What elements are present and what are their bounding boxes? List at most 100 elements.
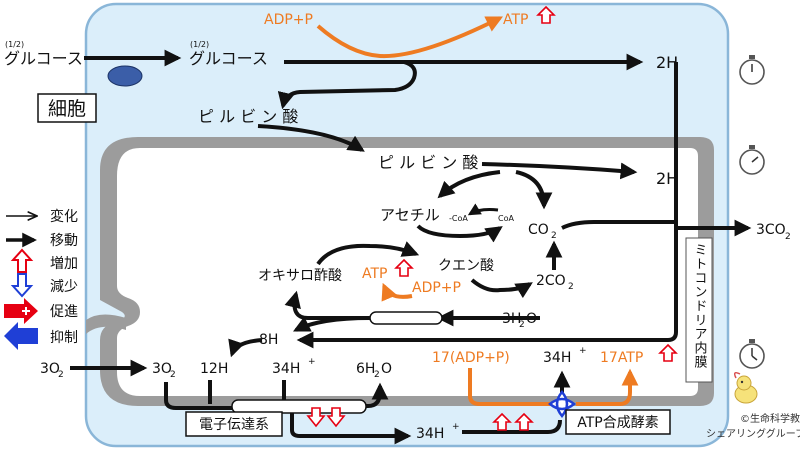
arrow-to-water [284,382,389,408]
coa-label: CoA [498,214,514,223]
o2-inside: 3O [152,361,172,377]
stopwatch-icon-1 [739,55,765,85]
o2-outside-sub: 2 [58,370,64,380]
hplus34-right-sup: + [579,346,587,356]
o2-outside: 3O [40,361,60,377]
atp-synthase [548,390,576,418]
co2-matrix-sub: 2 [551,231,557,241]
hplus34-right: 34H [543,350,571,366]
legend-inhibit-label: 抑制 [50,330,78,346]
atp-synthase-box [565,409,671,435]
matrix-atp-up-icon [394,258,414,277]
arrow-matrix-to-2h [481,162,638,180]
arrow-adp17 [468,368,550,406]
matrix-atp: ATP [362,266,387,282]
legend-promote-icon [4,298,38,324]
arrow-to-pyruvate [277,60,417,110]
glycolysis-atp: ATP [503,12,528,28]
legend-increase-label: 増加 [50,256,78,272]
co2x2-matrix-sub: 2 [568,282,574,292]
glucose-left: グルコース [4,49,83,68]
matrix-2h: 2H [656,169,678,188]
electron-transport-channel [231,399,367,414]
glucose-right: グルコース [189,49,268,68]
pyruvate-matrix: ピ ル ビ ン 酸 [378,153,478,172]
water-output: 6H [356,361,375,377]
arrow-citrate-to-2co2 [470,278,533,299]
h12: 12H [200,361,228,377]
arrow-hplus-to-synthase [462,419,562,434]
co2-output-sub: 2 [785,232,791,242]
hplus34-bottom: 34H [416,426,444,442]
arrow-8h-to-12h [228,338,263,358]
arrow-atp17 [576,368,639,406]
hplus34-sup: + [308,357,316,367]
legend-inhibit-icon [4,322,38,350]
glucose-fraction-right: (1/2) [190,40,209,49]
citrate: クエン酸 [438,258,494,274]
water-matrix: 3H [502,311,521,327]
legend-increase-icon [10,248,34,273]
co2-output: 3CO [756,222,786,238]
glycolysis-2h: 2H [656,53,678,72]
arrow-34h-bottom [290,410,412,445]
hplus34-bottom-sup: + [452,422,460,432]
legend-decrease-label: 減少 [50,278,78,295]
arrow-acetyl-to-citrate [416,224,503,243]
electron-transport-box [185,411,283,437]
cell-label-box [37,93,97,123]
electron-transport-label: 電子伝達系 [199,417,269,433]
water-output-end: O [381,361,392,377]
o2-inside-sub: 2 [170,370,176,380]
synthase-up-icon-2 [514,412,534,431]
arrow-cycle-to-8h [292,316,371,332]
legend: 変化 移動 増加 減少 促進 抑制 [4,208,78,350]
arrow-co2-release [561,220,676,230]
arrow-coa-to-acetyl [467,203,499,216]
oxaloacetate: オキサロ酢酸 [258,268,342,284]
arrow-pyruvate-to-co2 [515,170,553,210]
acetyl-coa: アセチル [380,206,440,224]
legend-promote-label: 促進 [50,304,78,320]
electron-transport-down-icon-1 [306,407,326,428]
arrow-matrix-atp-synthesis [381,282,413,302]
arrow-oxaloacetate-to-citrate [316,241,420,266]
water-output-sub: 2 [374,370,380,380]
credit-line-1: ©生命科学教育 [740,412,800,425]
pyruvate-cytoplasm: ピ ル ビ ン 酸 [198,107,298,126]
electron-transport-down-icon-2 [326,407,346,428]
membrane-label: ミトコンドリア内膜 [692,243,708,369]
glucose-fraction-left: (1/2) [5,40,24,49]
water-matrix-sub: 2 [519,320,525,330]
adp17: 17(ADP+P) [432,350,510,366]
synthase-up-icon-1 [492,412,512,431]
stopwatch-icon-3 [739,339,765,369]
glycolysis-adp: ADP+P [264,12,313,28]
credit-line-2: シェアリンググループ [706,427,800,440]
arrow-pyruvate-import [257,124,365,152]
atp17-up-icon [658,343,678,362]
acetyl-coa-suffix: -CoA [449,214,468,223]
glycolysis-atp-up-icon [536,5,556,24]
arrow-o2-down [164,382,240,410]
legend-change-label: 変化 [50,208,78,225]
h8: 8H [259,332,278,348]
co2-matrix: CO [528,222,549,238]
legend-promote-plus [22,307,30,315]
co2x2-matrix: 2CO [536,273,566,289]
arrow-hydrogen-collection [296,62,678,349]
membrane-notch [86,314,126,334]
cell-label: 細胞 [48,98,86,120]
stopwatch-icon-2 [739,145,765,175]
arrow-glycolysis-atp [316,16,504,59]
glucose-transporter [107,65,143,87]
water-matrix-end: O [526,311,537,327]
matrix-adp: ADP+P [412,280,461,296]
atp17: 17ATP [600,350,643,366]
arrow-pyruvate-to-acetyl [437,170,501,199]
legend-decrease-icon [10,273,34,298]
matrix-channel [369,311,443,325]
legend-move-label: 移動 [50,233,78,249]
membrane-label-box [685,237,713,383]
